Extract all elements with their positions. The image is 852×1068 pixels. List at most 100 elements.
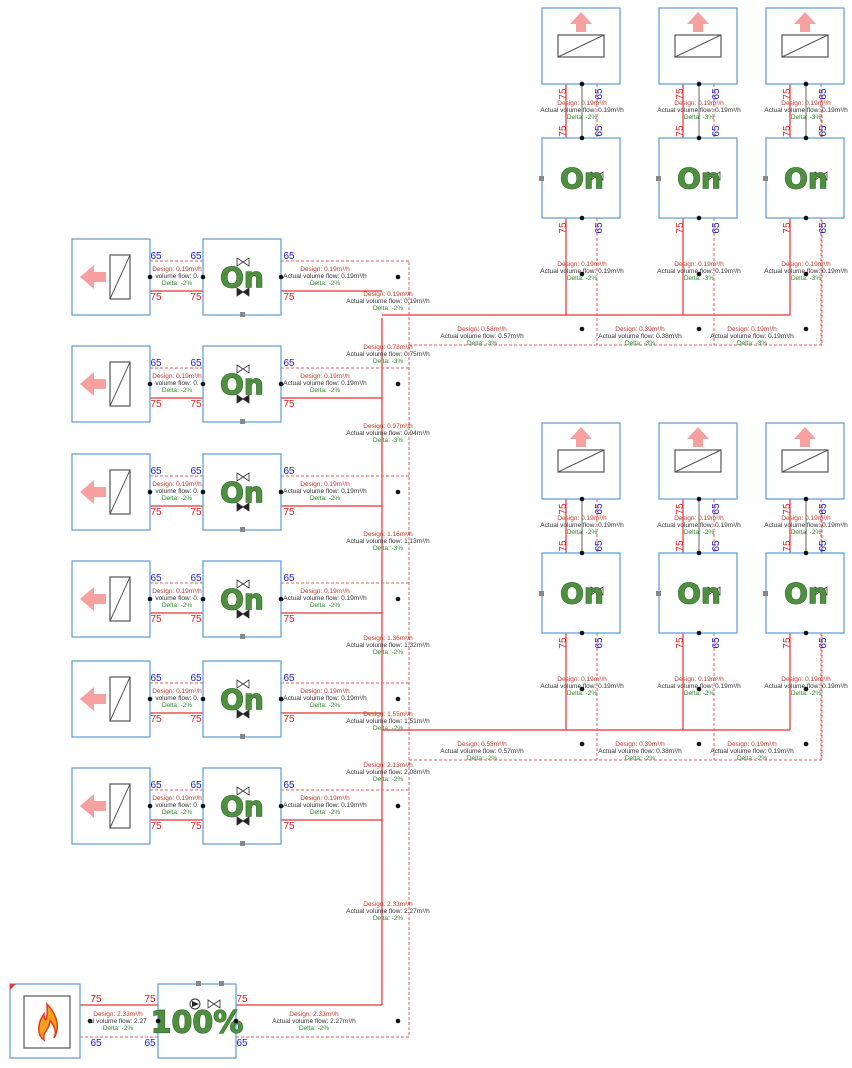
port-marker [656,591,661,596]
temp-return: 65 [90,1038,102,1049]
junction-dot [395,596,401,602]
right-branch-flow-actual: Actual volume flow: 0.19m³/h [283,488,367,495]
junction-dot [696,215,702,221]
group-header-flow-design: Design: 0.19m³/h [727,326,777,333]
right-branch-flow-design: Design: 0.19m³/h [300,481,350,488]
left-branch-flow-delta: Delta: -2% [162,602,193,609]
riser-flow-1-actual: Actual volume flow: 0.19m³/h [346,298,430,305]
junction-dot [87,1018,93,1024]
right-branch-flow-actual: Actual volume flow: 0.19m³/h [283,695,367,702]
valve-box-left-3[interactable] [202,453,282,531]
junction-dot [803,81,809,87]
column-upper-flow-delta: Delta: -2% [567,114,598,121]
valve-icon [236,786,250,796]
valve-on-text: On [560,577,604,610]
right-branch-flow-delta: Delta: -2% [310,809,341,816]
temp-supply: 75 [558,503,569,515]
temp-supply: 75 [675,222,686,234]
temp-supply: 75 [558,222,569,234]
junction-dot [579,271,585,277]
riser-flow-3-actual: Actual volume flow: 0.94m³/h [346,430,430,437]
temp-supply: 75 [150,292,162,303]
temp-return: 65 [818,222,829,234]
junction-dot [200,803,206,809]
left-branch-flow-delta: Delta: -2% [162,702,193,709]
valve-box-left-6[interactable] [202,767,282,845]
temp-return: 65 [283,673,295,684]
pump-box[interactable] [157,983,237,1059]
right-branch-flow-delta: Delta: -2% [310,280,341,287]
column-lower-flow-actual: Actual volume flow: 0.19m³/h [764,268,848,275]
junction-dot [200,696,206,702]
temp-supply: 75 [150,614,162,625]
right-branch-flow-design: Design: 0.19m³/h [300,373,350,380]
junction-dot [696,81,702,87]
valve-box-up-2-1[interactable] [541,552,621,634]
left-branch-flow-delta: Delta: -2% [162,809,193,816]
left-branch-flow-design: Design: 0.19m³/h [152,373,202,380]
temp-supply: 75 [675,637,686,649]
temp-return: 65 [190,780,202,791]
valve-on-text: On [220,583,264,616]
temp-supply: 75 [283,614,295,625]
column-upper-flow-delta: Delta: -2% [684,529,715,536]
column-upper-flow-design: Design: 0.19m³/h [674,100,724,107]
temp-return: 65 [190,466,202,477]
temp-supply: 75 [150,399,162,410]
valve-box-up-2-3[interactable] [765,552,845,634]
valve-box-up-1-1[interactable] [541,137,621,219]
valve-box-left-4[interactable] [202,560,282,638]
junction-dot [233,1018,239,1024]
heat-arrow-icon [80,794,106,818]
junction-dot [696,496,702,502]
temp-supply: 75 [190,507,202,518]
riser-flow-5-delta: Delta: -2% [373,649,404,656]
valve-on-text: On [784,162,828,195]
temp-supply: 75 [782,540,793,552]
heat-arrow-icon [80,265,106,289]
valve-icon [814,586,828,596]
riser-flow-5-design: Design: 1.36m³/h [363,635,413,642]
right-branch-flow-actual: Actual volume flow: 0.19m³/h [283,273,367,280]
column-lower-flow-delta: Delta: -2% [791,690,822,697]
temp-supply: 75 [190,821,202,832]
temp-return: 65 [150,358,162,369]
junction-dot [696,630,702,636]
left-branch-flow-actual: volume flow: 0. [155,595,199,602]
valve-box-up-2-2[interactable] [658,552,738,634]
right-branch-flow-design: Design: 0.19m³/h [300,588,350,595]
junction-dot [696,326,702,332]
riser-flow-3-delta: Delta: -3% [373,437,404,444]
riser-flow-4-design: Design: 1.16m³/h [363,531,413,538]
column-lower-flow-delta: Delta: -3% [684,275,715,282]
valve-box-left-2[interactable] [202,345,282,423]
group-header-flow-design: Design: 0.19m³/h [727,741,777,748]
temp-supply: 75 [782,222,793,234]
junction-dot [579,630,585,636]
right-branch-flow-design: Design: 0.19m³/h [300,795,350,802]
junction-dot [147,381,153,387]
junction-dot [696,686,702,692]
temp-supply: 75 [283,292,295,303]
junction-dot [803,326,809,332]
column-upper-flow-actual: Actual volume flow: 0.19m³/h [657,107,741,114]
heat-arrow-icon [687,12,709,32]
temp-return: 65 [150,251,162,262]
temp-return: 65 [711,503,722,515]
left-branch-flow-design: Design: 0.19m³/h [152,481,202,488]
riser-flow-8-actual: Actual volume flow: 2.27m³/h [346,908,430,915]
temp-supply: 75 [190,614,202,625]
group-header-return-pipe [409,503,823,761]
valve-icon [236,679,250,689]
heat-arrow-icon [80,687,106,711]
riser-flow-2-actual: Actual volume flow: 0.75m³/h [346,351,430,358]
riser-flow-2-design: Design: 0.78m³/h [363,344,413,351]
valve-on-text: On [220,790,264,823]
column-upper-flow-design: Design: 0.19m³/h [557,515,607,522]
temp-return: 65 [711,540,722,552]
radiator-diagonal [109,576,131,622]
temp-return: 65 [150,466,162,477]
radiator-diagonal [109,783,131,829]
temp-supply: 75 [150,714,162,725]
